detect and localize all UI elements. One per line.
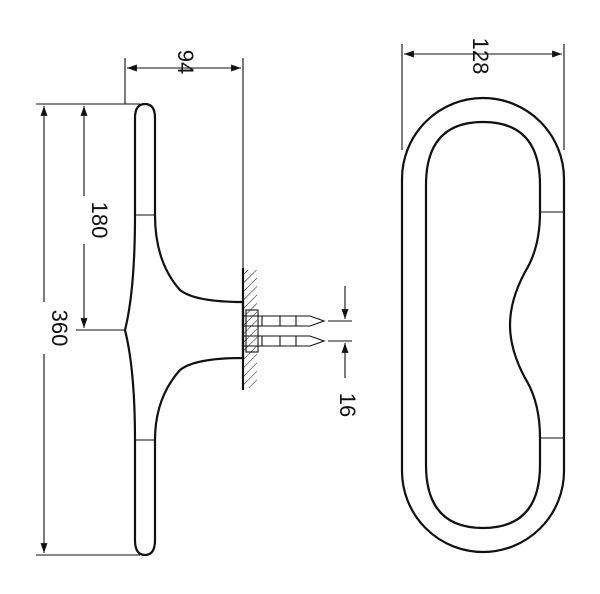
screw-lower — [242, 335, 326, 347]
handle-front-outer — [400, 96, 566, 554]
dim-360-label: 360 — [47, 310, 72, 347]
dim-180: 180 — [72, 103, 140, 331]
dim-16: 16 — [328, 286, 360, 417]
mounting-screws — [242, 309, 326, 353]
dim-94: 94 — [124, 50, 244, 268]
screw-washer — [245, 309, 259, 353]
dim-94-label: 94 — [173, 50, 198, 74]
door-section-hatch — [243, 270, 257, 388]
front-view — [400, 96, 566, 554]
dim-16-label: 16 — [335, 393, 360, 417]
dim-128-label: 128 — [468, 38, 493, 75]
dim-360: 360 — [32, 103, 140, 556]
handle-side-profile — [123, 102, 245, 557]
handle-front-inner — [424, 120, 542, 530]
screw-upper — [242, 315, 326, 327]
side-view — [123, 102, 326, 557]
dim-128: 128 — [401, 38, 565, 150]
dim-180-label: 180 — [87, 202, 112, 239]
